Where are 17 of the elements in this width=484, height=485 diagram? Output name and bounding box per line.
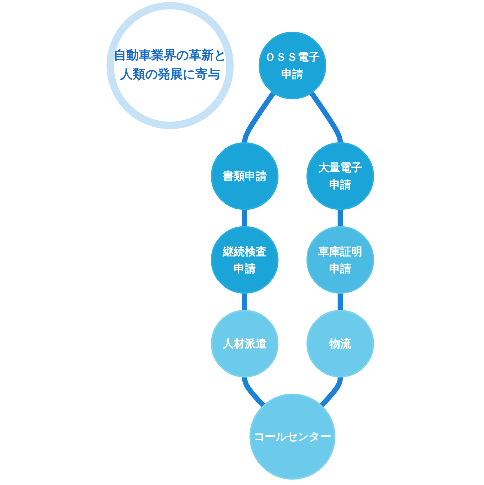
node-circle: 人材派遣 (211, 310, 279, 378)
node-circle: 車庫証明申請 (306, 226, 374, 294)
connector (309, 91, 344, 144)
connector (320, 376, 344, 408)
node-circle: 継続検査申請 (211, 226, 279, 294)
node-circle: 大量電子申請 (306, 142, 374, 210)
connector (242, 91, 276, 144)
node-circle: 書類申請 (211, 142, 279, 210)
connector (242, 292, 248, 312)
connector (338, 292, 344, 312)
node-circle: ＯＳＳ電子申請 (258, 32, 326, 100)
node-circle: 自動車業界の革新と人類の発展に寄与 (106, 2, 234, 130)
connector (242, 208, 248, 228)
node-circle: コールセンター (250, 394, 336, 480)
node-circle: 物流 (306, 310, 374, 378)
connector (242, 376, 266, 408)
connector (338, 208, 344, 228)
